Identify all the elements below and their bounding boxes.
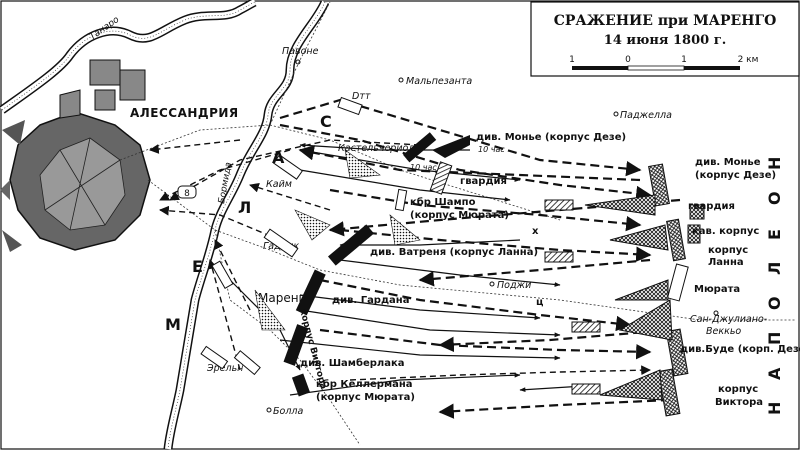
melas-letters: М Е Л А С — [165, 112, 333, 334]
unit-bude: див.Буде (корп. Дезе) — [680, 344, 800, 355]
time-label-2: 10 час — [410, 163, 437, 172]
map-title: СРАЖЕНИЕ при МАРЕНГО — [554, 13, 777, 29]
padzhella-label: Паджелла — [620, 110, 672, 121]
austrian-units-right — [544, 199, 601, 395]
napoleon-letter-6: Е — [765, 228, 784, 240]
unit-gardan: див. Гардана — [332, 295, 409, 306]
scale-label-0: 0 — [625, 55, 631, 65]
napoleon-letter-2: А — [765, 367, 784, 380]
san-giuliano-label-1: Сан-Джулиано- — [690, 314, 768, 325]
french-units-right — [584, 163, 705, 417]
dtt-label: Dтт — [352, 91, 371, 102]
unit-monye-left: див. Монье (корпус Дезе) — [476, 132, 626, 143]
alessandria-label: АЛЕССАНДРИЯ — [130, 106, 239, 120]
title-box: СРАЖЕНИЕ при МАРЕНГО 14 июня 1800 г. 1 0… — [530, 1, 800, 77]
dotted-wedges — [254, 149, 421, 331]
small-letter-h: х — [532, 226, 539, 237]
melas-letter-l: Л — [238, 198, 252, 217]
unit-kellerman-sub: (корпус Мюрата) — [316, 392, 415, 403]
unit-korpus-lanna: корпус — [708, 245, 748, 256]
melas-letter-e: Е — [192, 257, 204, 276]
marengo-label: Маренго — [258, 291, 312, 305]
alessandria-fortress — [0, 59, 151, 252]
bormida-river — [163, 0, 330, 450]
unit-monye-right-sub: (корпус Дезе) — [695, 170, 776, 181]
napoleon-letter-4: О — [765, 295, 784, 310]
malpesanta-label: Мальпезанта — [406, 76, 472, 87]
unit-shamberlak: див. Шамберлака — [300, 357, 405, 369]
small-letter-ts: ц — [536, 297, 543, 308]
bolla-label: Болла — [273, 406, 303, 417]
french-units-center — [283, 132, 470, 397]
podzhi-label: Поджи — [497, 280, 531, 291]
unit-kellerman: кбр Келлермана — [316, 378, 413, 390]
napoleon-letter-8: Н — [765, 156, 784, 170]
san-giuliano-label-2: Веккьо — [706, 326, 741, 337]
unit-vatrin: див. Ватреня (корпус Ланна) — [370, 247, 538, 258]
bridge-marker: 8 — [177, 185, 197, 199]
unit-monye-right: див. Монье — [695, 157, 761, 168]
kaym-label: Кайм — [266, 179, 292, 190]
scale-label-2km: 2 км — [738, 55, 759, 65]
unit-korpus-viktora-right-sub: Виктора — [715, 397, 763, 408]
unit-champo: кбр Шампо — [410, 196, 476, 208]
napoleon-letters: Н А П О Л Е О Н — [765, 156, 784, 415]
napoleon-letter-5: Л — [765, 261, 784, 275]
tanaro-river — [0, 0, 257, 114]
unit-myurata: Мюрата — [694, 284, 740, 295]
roads — [119, 1, 795, 446]
unit-gvardiya-left: гвардия — [460, 176, 507, 187]
unit-champo-sub: (корпус Мюрата) — [410, 210, 509, 221]
map-subtitle: 14 июня 1800 г. — [604, 33, 726, 48]
austrian-units-left — [200, 96, 363, 376]
castelceriolo-label: Кастельчериоло — [338, 143, 420, 154]
scale-label-1: 1 — [569, 55, 575, 65]
time-label-1: 10 час — [478, 145, 505, 154]
melas-letter-m: М — [165, 315, 182, 334]
scale-label-1b: 1 — [681, 55, 687, 65]
napoleon-letter-7: О — [765, 190, 784, 205]
napoleon-letter-1: Н — [765, 401, 784, 415]
unit-kav-korpus: кав. корпус — [692, 226, 759, 237]
unit-korpus-lanna-sub: Ланна — [708, 257, 744, 268]
scale-bar: 1 0 1 2 км — [569, 55, 759, 71]
melas-letter-s: С — [320, 112, 333, 131]
napoleon-letter-3: П — [765, 331, 784, 345]
svg-text:8: 8 — [184, 189, 190, 199]
french-retreat-arrows — [279, 98, 652, 381]
unit-korpus-viktora-right: корпус — [718, 384, 758, 395]
pavone-label: Павоне — [282, 46, 319, 57]
erelni-label: Эрельн — [206, 363, 243, 374]
unit-gvardiya-right: гвардия — [688, 201, 735, 212]
melas-letter-a: А — [272, 148, 285, 167]
